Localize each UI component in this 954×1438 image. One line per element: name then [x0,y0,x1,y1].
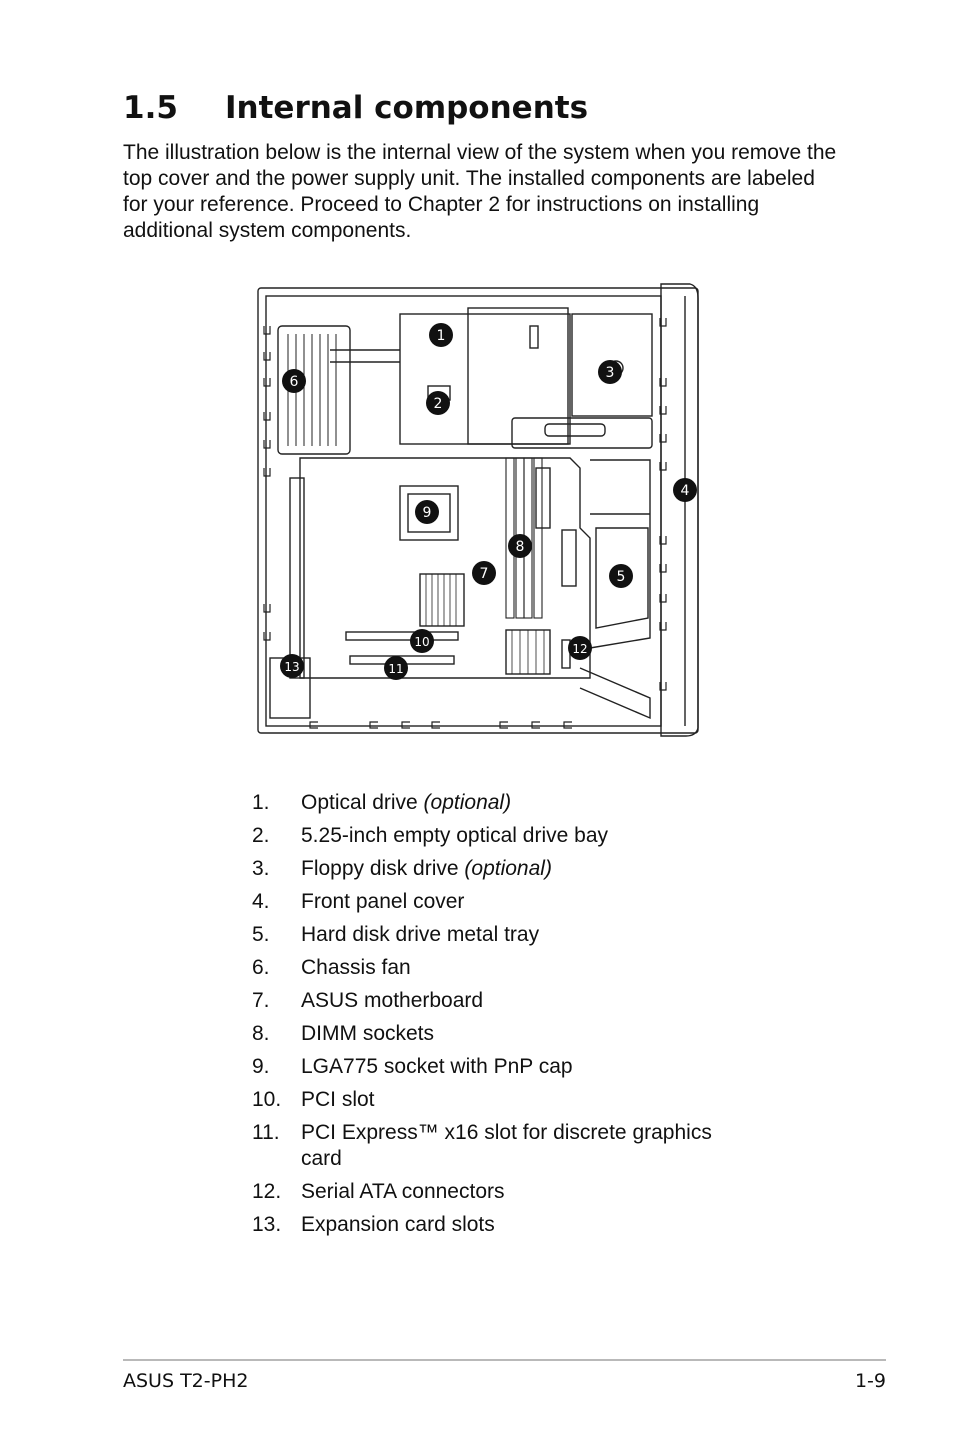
list-item: 13.Expansion card slots [252,1213,495,1236]
chassis-fan [277,325,351,455]
hdd-tray [589,459,651,649]
callout-1: 1 [437,328,446,344]
optical-drive-bay [399,313,571,445]
footer-product: ASUS T2-PH2 [123,1370,249,1392]
list-item: 10.PCI slot [252,1088,375,1111]
intro-paragraph: The illustration below is the internal v… [123,141,837,242]
section-number: 1.5 [123,90,178,126]
callout-13: 13 [284,660,299,674]
callout-6: 6 [290,374,299,390]
callout-3: 3 [606,365,615,381]
components-list: 1.Optical drive (optional) 2.5.25-inch e… [252,790,721,1245]
list-item: 3.Floppy disk drive (optional) [252,857,552,880]
callout-11: 11 [388,662,403,676]
motherboard [299,457,591,679]
callout-2: 2 [434,396,443,412]
floppy-drive [571,313,653,417]
footer-divider [123,1359,886,1361]
callouts: 1 2 3 4 5 6 7 8 9 10 11 12 13 [280,323,697,680]
chassis-inner-frame [265,295,662,727]
section-heading: 1.5 Internal components [123,90,588,126]
pci-slot [345,631,459,641]
callout-8: 8 [516,539,525,555]
list-item: 9.LGA775 socket with PnP cap [252,1055,573,1078]
chipset-heatsink [419,573,465,627]
left-notches [263,326,271,641]
bottom-notches [309,721,572,729]
list-item: 12.Serial ATA connectors [252,1180,505,1203]
list-item: 7.ASUS motherboard [252,989,484,1012]
callout-7: 7 [480,566,489,582]
list-item: 6.Chassis fan [252,956,411,979]
ide-connector [561,529,577,587]
callout-5: 5 [617,569,626,585]
cpu-socket [399,485,459,541]
front-panel-shape [660,283,699,737]
chassis-illustration: 1 2 3 4 5 6 7 8 9 10 11 12 13 [257,283,699,737]
callout-12: 12 [572,642,587,656]
callout-10: 10 [414,635,429,649]
list-item: 4.Front panel cover [252,890,465,913]
callout-9: 9 [423,505,432,521]
section-title: Internal components [225,90,589,126]
right-notches [659,318,667,691]
list-item: 8.DIMM sockets [252,1022,435,1045]
list-item: 5.Hard disk drive metal tray [252,923,540,946]
footer-page-number: 1-9 [854,1370,886,1392]
callout-4: 4 [681,483,690,499]
list-item: 2.5.25-inch empty optical drive bay [252,824,608,847]
list-item: 1.Optical drive (optional) [252,791,512,814]
list-item: 11.PCI Express™ x16 slot for discrete gr… [252,1121,712,1170]
chassis-outline [257,287,699,734]
